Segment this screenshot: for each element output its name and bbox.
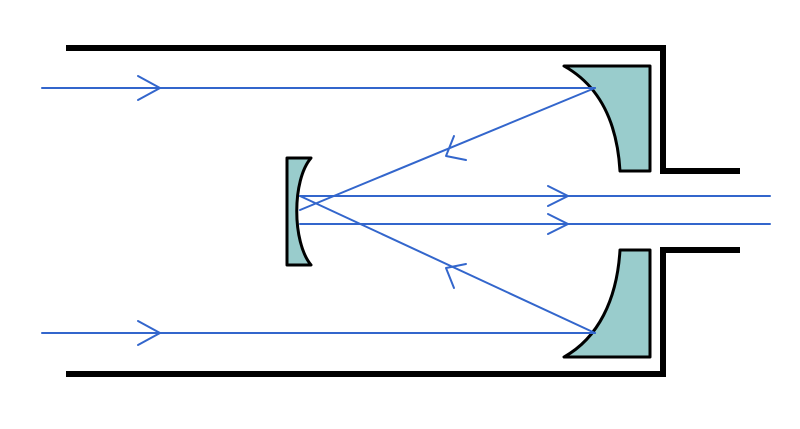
tube-top-wall (66, 45, 740, 174)
arrowhead-reflected-top (445, 135, 467, 161)
secondary-mirror (285, 156, 313, 267)
arrowhead-incoming-top (137, 75, 161, 101)
reflected-ray-top (299, 87, 596, 211)
arrowhead-reflected-bottom (445, 263, 467, 289)
tube-bottom-wall (66, 247, 740, 377)
primary-mirror (562, 64, 652, 359)
telescope-tube (66, 45, 740, 377)
arrowhead-outgoing-lower (547, 213, 569, 235)
primary-mirror-bottom-half (562, 248, 652, 359)
arrowhead-incoming-bottom (137, 320, 161, 346)
ray-direction-arrows (137, 75, 569, 346)
reflected-ray-bottom (299, 195, 596, 334)
primary-mirror-top-half (562, 64, 652, 173)
arrowhead-outgoing-upper (547, 185, 569, 207)
light-rays (41, 87, 771, 334)
